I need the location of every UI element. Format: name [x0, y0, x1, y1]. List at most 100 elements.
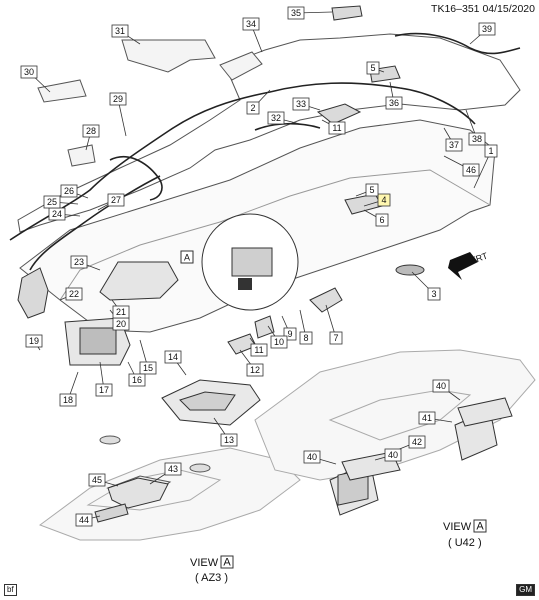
- callout-box-26: [60, 184, 78, 198]
- callout-14: 14: [164, 350, 182, 364]
- callout-27: 27: [107, 193, 125, 207]
- wiring-harness: [9, 32, 521, 271]
- callout-box-34: [242, 17, 260, 31]
- callout-box-38: [468, 132, 486, 146]
- callout-number-42: 42: [412, 437, 422, 447]
- callout-29: 29: [109, 92, 127, 106]
- callout-number-11: 11: [332, 123, 341, 133]
- callout-23: 23: [70, 255, 88, 269]
- front-arrow-text: FRT: [469, 250, 489, 265]
- callout-number-19: 19: [29, 336, 39, 346]
- callout-number-30: 30: [24, 67, 34, 77]
- callout-5: 5: [365, 183, 379, 197]
- view-letter-az3: A: [223, 557, 231, 569]
- callout-3: 3: [427, 287, 441, 301]
- view-label-u42: VIEW A ( U42 ): [443, 519, 487, 549]
- callout-box-18: [59, 393, 77, 407]
- footer-badge-left: bf: [4, 584, 17, 596]
- callout-2: 2: [246, 101, 260, 115]
- callout-number-1: 1: [488, 146, 493, 156]
- callout-40b: 40: [384, 448, 402, 462]
- view-word-u42: VIEW: [443, 521, 472, 533]
- callout-box-3: [427, 287, 441, 301]
- callout-number-5: 5: [369, 185, 374, 195]
- bracket-44: [94, 503, 129, 523]
- callout-box-29: [109, 92, 127, 106]
- callout-28: 28: [82, 124, 100, 138]
- callout-number-11b: 11: [254, 345, 263, 355]
- view-u42-panel: [254, 349, 536, 481]
- doc-ref: TK16–351: [431, 3, 480, 15]
- callout-box-30: [20, 65, 38, 79]
- callout-number-34: 34: [246, 19, 256, 29]
- callout-box-10: [270, 335, 288, 349]
- callout-box-41: [418, 411, 436, 425]
- callout-number-16: 16: [132, 375, 142, 385]
- callout-number-8: 8: [303, 333, 308, 343]
- callout-18: 18: [59, 393, 77, 407]
- callout-1: 1: [484, 144, 498, 158]
- callout-21: 21: [112, 305, 130, 319]
- callout-number-29: 29: [113, 94, 123, 104]
- callout-box-7: [329, 331, 343, 345]
- callout-box-31: [111, 24, 129, 38]
- callout-number-32: 32: [271, 113, 281, 123]
- callout-11: 11: [328, 121, 346, 135]
- callout-box-40c: [432, 379, 450, 393]
- callout-box-32: [267, 111, 285, 125]
- callout-box-40a: [303, 450, 321, 464]
- callout-8: 8: [299, 331, 313, 345]
- doc-date: 04/15/2020: [482, 3, 535, 15]
- callout-number-43: 43: [168, 464, 178, 474]
- callout-number-26: 26: [64, 186, 74, 196]
- callout-45: 45: [88, 473, 106, 487]
- callout-box-2: [246, 101, 260, 115]
- callout-box-6: [375, 213, 389, 227]
- view-word-az3: VIEW: [190, 557, 219, 569]
- callout-43: 43: [164, 462, 182, 476]
- callout-box-33: [292, 97, 310, 111]
- callout-number-31: 31: [115, 26, 125, 36]
- callout-number-24: 24: [52, 209, 62, 219]
- callout-box-15: [139, 361, 157, 375]
- callout-number-4: 4: [381, 195, 386, 205]
- callout-number-38: 38: [472, 134, 482, 144]
- sun-visor-17: [64, 317, 131, 366]
- callout-15: 15: [139, 361, 157, 375]
- console-43: [107, 477, 169, 509]
- callout-number-40b: 40: [388, 450, 398, 460]
- callout-number-17: 17: [99, 385, 109, 395]
- dome-light-33: [316, 5, 401, 215]
- callout-number-12: 12: [250, 365, 260, 375]
- callout-box-14: [164, 350, 182, 364]
- callout-box-17: [95, 383, 113, 397]
- detail-marker-letter: A: [184, 253, 190, 263]
- callout-number-7: 7: [333, 333, 338, 343]
- grommet-3: [395, 264, 425, 276]
- callout-box-11b: [250, 343, 268, 357]
- callout-box-4: [377, 193, 391, 207]
- callout-number-41: 41: [422, 413, 432, 423]
- callout-number-15: 15: [143, 363, 153, 373]
- diagram-header: TK16–351 04/15/2020: [431, 3, 535, 15]
- callout-box-23: [70, 255, 88, 269]
- callout-number-25: 25: [47, 197, 57, 207]
- callout-number-33: 33: [296, 99, 306, 109]
- callout-number-22: 22: [69, 289, 79, 299]
- detail-marker-a: A: [180, 250, 194, 264]
- callout-number-23: 23: [74, 257, 84, 267]
- callout-16: 16: [128, 373, 146, 387]
- callout-4: 4: [377, 193, 391, 207]
- callout-box-27: [107, 193, 125, 207]
- callout-box-35: [287, 6, 305, 20]
- callout-box-37: [445, 138, 463, 152]
- callout-25: 25: [43, 195, 61, 209]
- callout-38: 38: [468, 132, 486, 146]
- callout-number-40a: 40: [307, 452, 317, 462]
- callout-41: 41: [418, 411, 436, 425]
- callout-number-3: 3: [431, 289, 436, 299]
- callout-box-28: [82, 124, 100, 138]
- callout-number-44: 44: [79, 515, 89, 525]
- overhead-console-13: [161, 379, 261, 426]
